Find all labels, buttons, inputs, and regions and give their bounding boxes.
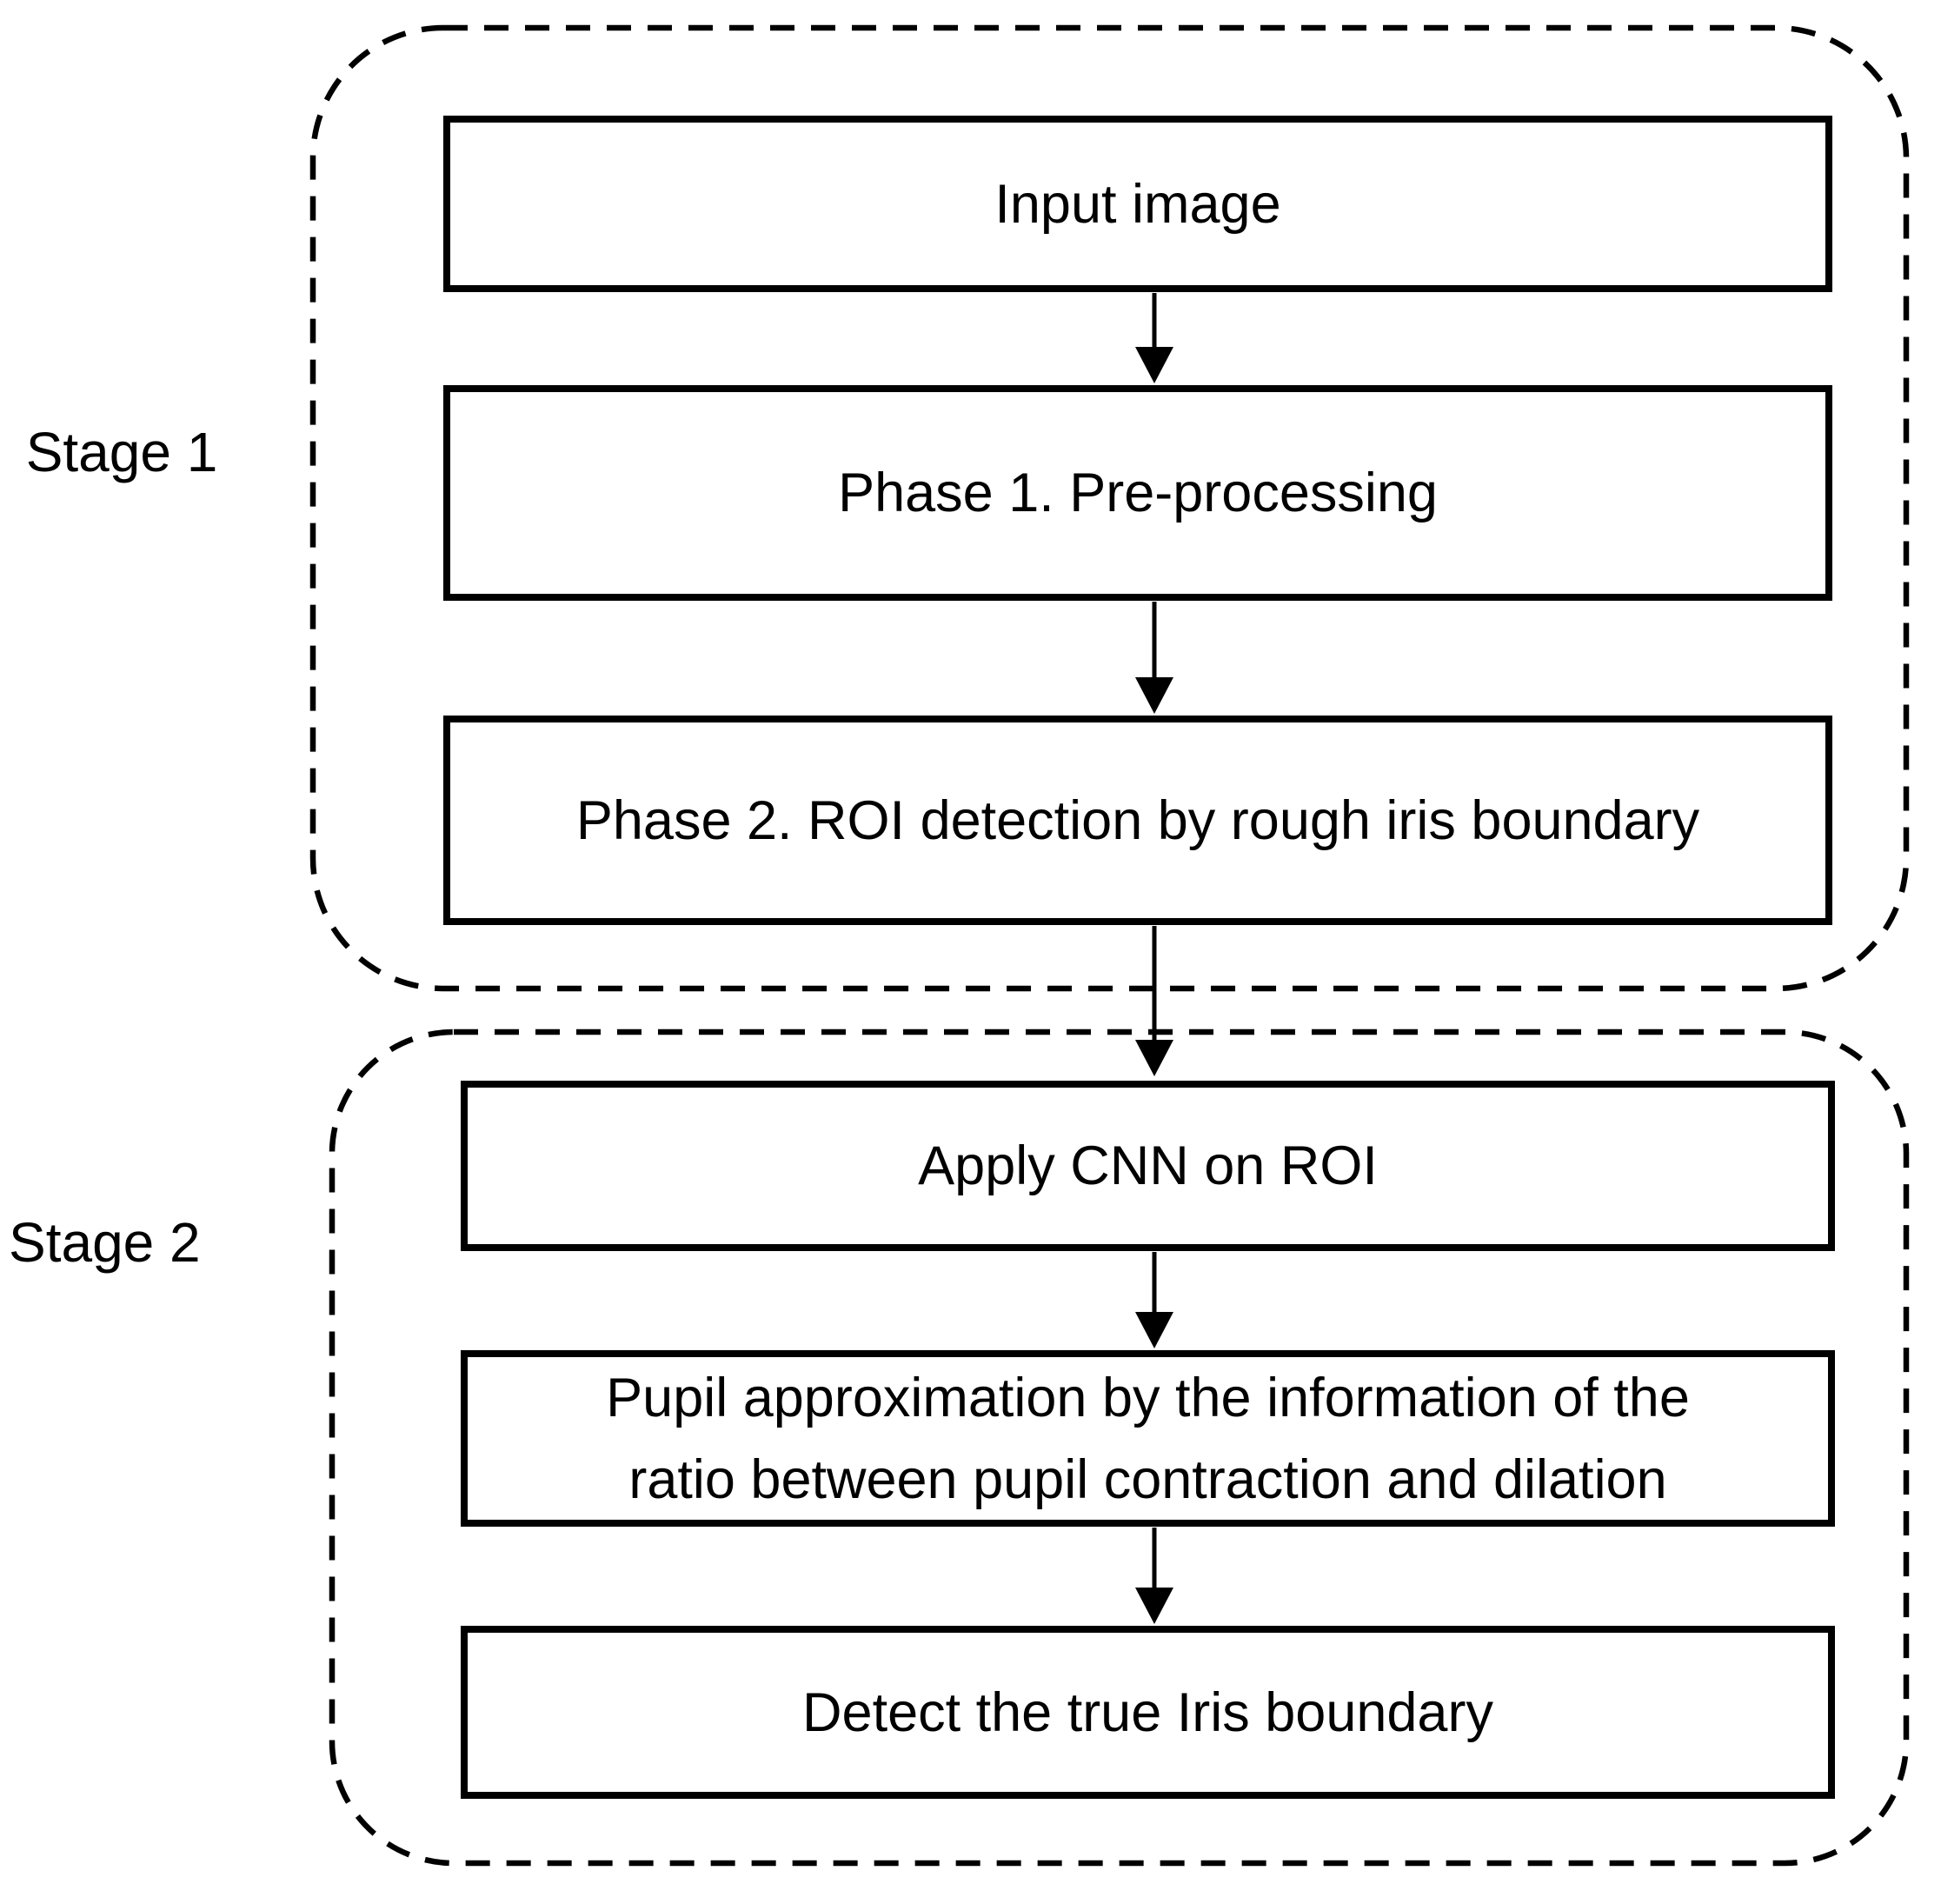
flow-box-phase1-preprocessing: Phase 1. Pre-processing bbox=[443, 385, 1832, 601]
flow-box-detect-iris-boundary: Detect the true Iris boundary bbox=[461, 1626, 1835, 1799]
flow-box-input-image-text: Input image bbox=[994, 173, 1281, 235]
flow-box-phase1-text: Phase 1. Pre-processing bbox=[838, 463, 1438, 523]
arrow-down-icon bbox=[1135, 1528, 1173, 1624]
flow-box-pupil-approximation: Pupil approximation by the information o… bbox=[461, 1350, 1835, 1527]
flow-box-detect-text: Detect the true Iris boundary bbox=[802, 1681, 1493, 1743]
arrow-down-icon bbox=[1135, 293, 1173, 383]
flow-box-pupil-line1: Pupil approximation by the information o… bbox=[606, 1367, 1690, 1428]
flow-box-apply-cnn: Apply CNN on ROI bbox=[461, 1081, 1835, 1251]
stage1-label: Stage 1 bbox=[25, 421, 218, 483]
flow-box-input-image: Input image bbox=[443, 116, 1832, 292]
stage1-boundary bbox=[309, 24, 1910, 992]
stage2-boundary bbox=[329, 1029, 1910, 1867]
flow-box-apply-cnn-text: Apply CNN on ROI bbox=[918, 1135, 1378, 1196]
stage2-label: Stage 2 bbox=[9, 1211, 201, 1274]
arrow-down-icon bbox=[1135, 602, 1173, 714]
flow-box-pupil-line2: ratio between pupil contraction and dila… bbox=[628, 1448, 1667, 1510]
arrow-down-icon bbox=[1135, 1252, 1173, 1348]
flow-box-phase2-text: Phase 2. ROI detection by rough iris bou… bbox=[575, 789, 1700, 851]
arrow-down-icon bbox=[1135, 926, 1173, 1076]
flow-box-phase2-roi-detection: Phase 2. ROI detection by rough iris bou… bbox=[443, 716, 1832, 925]
